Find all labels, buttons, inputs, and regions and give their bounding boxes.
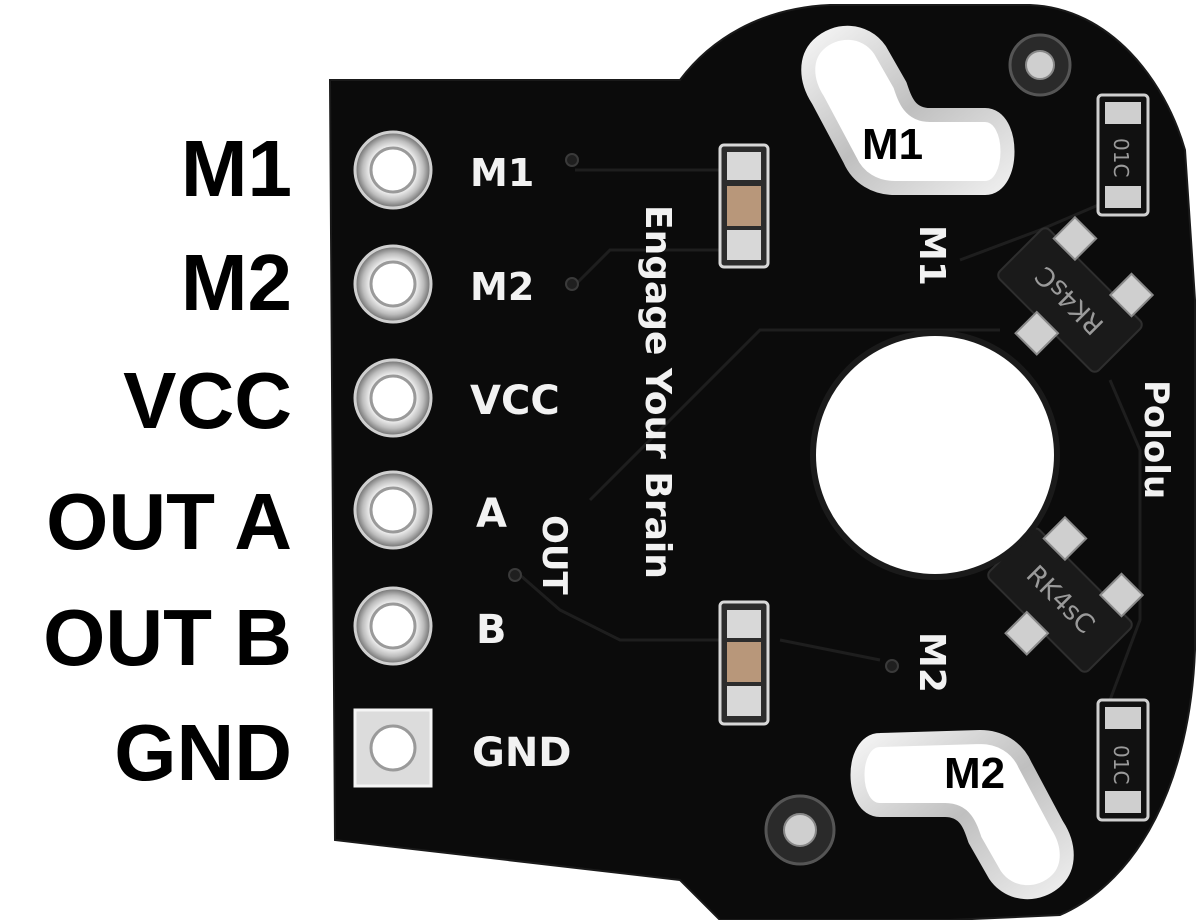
pin-label-gnd: GND	[114, 708, 292, 797]
silk-brand: Pololu	[1136, 380, 1176, 499]
shaft-hole	[810, 330, 1060, 580]
motor-pad-m1: M1	[801, 25, 1015, 195]
silk-vcc: VCC	[470, 378, 560, 424]
pin-label-m1: M1	[181, 124, 292, 213]
pin-label-vcc: VCC	[123, 356, 292, 445]
pad-label-m2: M2	[944, 749, 1005, 798]
mounting-hole-bottom	[764, 794, 836, 866]
vias	[508, 153, 899, 673]
silk-out: OUT	[534, 515, 574, 596]
pin-hole-vcc	[353, 358, 433, 438]
pin-label-m2: M2	[181, 238, 292, 327]
pad-label-m1: M1	[862, 120, 923, 169]
resistor-upper: 01C	[1096, 93, 1150, 217]
pcb-board	[328, 4, 1196, 920]
resistor-upper-code: 01C	[1109, 138, 1133, 177]
silk-tagline: Engage Your Brain	[637, 205, 678, 579]
pin-hole-gnd	[353, 708, 433, 788]
pin-hole-m2	[353, 244, 433, 324]
silk-a: A	[476, 491, 507, 537]
pin-label-out-a: OUT A	[46, 477, 292, 566]
silk-gnd: GND	[472, 730, 572, 776]
silk-m2-trace: M2	[911, 632, 952, 693]
pin-hole-out-b	[353, 586, 433, 666]
mounting-hole-top	[1008, 33, 1072, 97]
pin-labels: M1 M2 VCC OUT A OUT B GND	[43, 124, 292, 797]
pin-hole-out-a	[353, 470, 433, 550]
silk-b: B	[476, 607, 507, 653]
silkscreen-pin-names: M1 M2 VCC A B GND	[470, 151, 572, 776]
resistor-lower-code: 01C	[1109, 745, 1133, 784]
capacitor-upper	[718, 143, 770, 269]
pin-hole-m1	[353, 130, 433, 210]
silk-m1-trace: M1	[911, 225, 952, 286]
pin-header	[353, 130, 433, 788]
motor-pad-m2: M2	[850, 730, 1074, 900]
silk-m1: M1	[470, 151, 534, 195]
resistor-lower: 01C	[1096, 698, 1150, 822]
silk-m2: M2	[470, 265, 534, 309]
capacitor-lower	[718, 600, 770, 726]
pin-label-out-b: OUT B	[43, 593, 292, 682]
